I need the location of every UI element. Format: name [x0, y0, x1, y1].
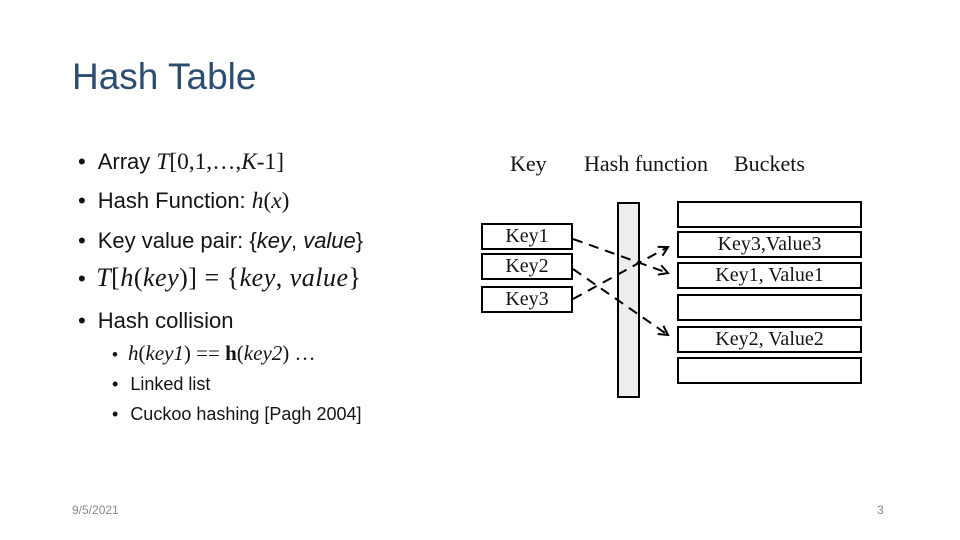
bullet-marker: [78, 228, 86, 254]
bullet-marker: [112, 404, 118, 425]
math-equals: )] = {: [179, 263, 240, 292]
math-K: K: [241, 149, 257, 175]
math-h: h: [251, 188, 264, 214]
footer-page-number: 3: [877, 503, 884, 517]
bracket: [: [111, 263, 121, 292]
bucket-row-4: [677, 294, 862, 321]
brace: }: [348, 263, 362, 292]
bucket-row-5: Key2, Value2: [677, 326, 862, 353]
diagram-header-key: Key: [510, 151, 547, 176]
math-paren: (: [133, 263, 144, 292]
bullet-array: Array T[0,1,…,K-1]: [78, 149, 284, 176]
subbullet-linked-label: Linked list: [130, 374, 211, 394]
bucket-row-3: Key1, Value1: [677, 262, 862, 289]
math-key: key: [239, 263, 276, 292]
math-value: value: [289, 263, 349, 292]
hash-function-bar: [617, 202, 640, 398]
math-value: value: [303, 228, 356, 253]
footer-date: 9/5/2021: [72, 503, 119, 517]
math-ellipsis: ) …: [282, 341, 316, 365]
bullet-array-label: Array: [97, 149, 157, 174]
bullet-marker: [78, 308, 86, 334]
bullet-formula: T[h(key)] = {key, value}: [78, 263, 362, 293]
key-box-2: Key2: [481, 253, 573, 280]
diagram-header-hash-function: Hash function: [584, 151, 709, 176]
bullet-marker: [78, 266, 86, 292]
math-key2: key2: [243, 341, 283, 365]
subbullet-cuckoo: Cuckoo hashing [Pagh 2004]: [112, 404, 361, 425]
bullet-marker: [78, 149, 86, 175]
math-key1: key1: [145, 341, 184, 365]
bullet-keyval-label: Key value pair:: [97, 228, 250, 253]
bucket-row-6: [677, 357, 862, 384]
bullet-marker: [112, 374, 118, 395]
math-key: key: [143, 263, 180, 292]
bullet-collision-label: Hash collision: [97, 308, 234, 333]
bullet-marker: [112, 345, 118, 365]
bucket-row-1: [677, 201, 862, 228]
math-paren: (: [236, 341, 244, 365]
separator: ,: [290, 228, 304, 253]
math-range-end: -1]: [256, 149, 284, 175]
math-paren: ): [281, 188, 290, 214]
math-x: x: [271, 188, 282, 214]
slide-title: Hash Table: [72, 56, 257, 97]
subbullet-linked-list: Linked list: [112, 374, 210, 395]
key-box-1: Key1: [481, 223, 573, 250]
math-key: key: [256, 228, 291, 253]
math-h-bold: h: [225, 341, 237, 365]
math-T: T: [96, 263, 112, 292]
math-equals: ) ==: [183, 341, 226, 365]
bullet-hashfn-label: Hash Function:: [97, 188, 252, 213]
math-range: [0,1,…,: [169, 149, 242, 175]
subbullet-cuckoo-label: Cuckoo hashing [Pagh 2004]: [130, 404, 362, 424]
math-h: h: [127, 341, 139, 365]
math-paren: (: [138, 341, 146, 365]
bullet-hash-collision: Hash collision: [78, 308, 234, 334]
key-box-3: Key3: [481, 286, 573, 313]
subbullet-collision-eq: h(key1) == h(key2) …: [112, 341, 316, 366]
separator: ,: [275, 263, 290, 292]
bullet-key-value: Key value pair: {key, value}: [78, 228, 363, 254]
math-T: T: [156, 149, 170, 175]
brace: }: [355, 228, 364, 253]
bucket-row-2: Key3,Value3: [677, 231, 862, 258]
bullet-hash-function: Hash Function: h(x): [78, 188, 290, 215]
bullet-marker: [78, 188, 86, 214]
math-h: h: [120, 263, 134, 292]
diagram-header-buckets: Buckets: [734, 151, 805, 176]
math-paren: (: [263, 188, 272, 214]
brace: {: [249, 228, 257, 253]
